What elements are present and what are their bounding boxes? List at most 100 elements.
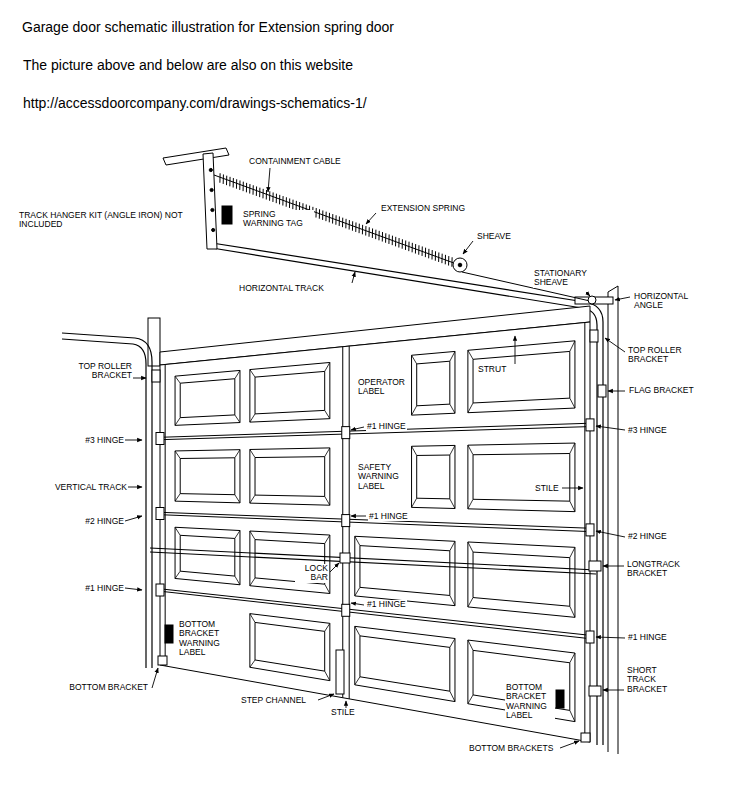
spring-coil [332,214,333,223]
spring-coil [296,201,297,210]
spring-coil [435,251,436,260]
spring-coil [315,208,316,217]
spring-coil [425,248,426,257]
spring-coil [395,237,396,246]
panel-bevel [325,362,330,371]
panel-bevel [325,671,330,681]
part-label: SHEAVE [476,232,512,241]
panel-bevel [450,595,455,605]
raised-panel [355,626,455,701]
leader-arrow [603,566,624,567]
raised-panel [412,351,455,415]
panel-bevel [412,498,417,507]
door-drawing [62,148,618,754]
panel-bevel [355,587,360,596]
leader-arrow [608,391,625,392]
part-label: HORIZONTAL TRACK [238,284,325,293]
hinge [586,524,594,536]
panel-bevel [175,494,180,502]
spring-coil [236,179,237,188]
track-hanger [163,148,229,165]
leader-arrow [603,690,624,691]
part-label: LONGTRACK BRACKET [626,560,690,579]
raised-panel [175,370,240,425]
spring-coil [438,252,439,261]
leader-arrow [605,338,625,352]
leader-arrow [366,213,376,224]
raised-panel [250,614,330,681]
raised-panel [468,640,575,722]
part-label: STATIONARY SHEAVE [533,269,597,288]
spring-coil [243,182,244,191]
panel-bevel [175,571,180,578]
panel-bevel [412,406,417,415]
spring-coil [382,232,383,241]
spring-coil [412,243,413,252]
hanger-hole [212,228,215,231]
spring-coil [375,230,376,239]
spring-coil [418,245,419,254]
panel-bevel [355,626,360,636]
leader-arrow [463,241,473,254]
part-label: BOTTOM BRACKET WARNING LABEL [178,620,228,657]
raised-panel [175,450,240,503]
panel-bevel [450,638,455,647]
panel-bevel [325,535,330,544]
panel-bevel [250,614,255,623]
door-face [160,322,590,742]
panel-bevel [468,695,473,704]
leader-arrow [596,426,625,430]
panel-bevel [250,370,255,378]
spring-coil [223,174,224,183]
panel-bevel [235,415,240,423]
panel-bevel [412,446,417,455]
panel-bevel [325,448,330,457]
part-label: SAFETY WARNING LABEL [357,463,407,491]
spring-coil [246,183,247,192]
panel-bevel [250,414,255,422]
spring-coil [233,178,234,187]
hanger-hole [210,188,213,191]
spring-coil [279,195,280,204]
spring-coil [392,236,393,245]
step-channel [336,650,344,694]
panel-bevel [250,578,255,586]
panel-bevel [175,451,180,459]
right-jamb [608,292,609,752]
panel-bevel [468,542,473,552]
part-label: TOP ROLLER BRACKET [627,346,699,365]
panel-bevel [175,376,180,383]
panel-field [473,454,570,502]
spring-coil [372,228,373,237]
leader-arrow [352,272,355,283]
panel-field [473,351,570,403]
part-label: SPRING WARNING TAG [242,210,314,229]
leader-arrow [615,297,630,300]
right-jamb [608,286,618,292]
panel-field [360,636,450,691]
part-label: SHORT TRACK BRACKET [626,666,680,694]
spring-coil [431,250,432,259]
warning-label [165,625,173,643]
hinge [586,631,594,643]
raised-panel [412,445,455,508]
panel-bevel [235,495,240,503]
panel-bevel [468,598,473,607]
longtrack-bracket [589,561,601,571]
lock [340,553,350,563]
page-heading: Garage door schematic illustration for E… [22,19,394,36]
panel-bevel [570,710,575,721]
hinge [342,604,350,616]
raised-panel [250,531,330,593]
hinge [342,515,350,527]
right-jamb [618,286,619,754]
panel-bevel [570,547,575,557]
panel-bevel [570,501,575,511]
part-label: #3 HINGE [627,426,668,435]
spring-coil [329,213,330,222]
leader-arrow [351,603,364,605]
part-label: #1 HINGE [366,422,407,431]
end-stile [165,364,166,665]
hinge [156,584,164,596]
